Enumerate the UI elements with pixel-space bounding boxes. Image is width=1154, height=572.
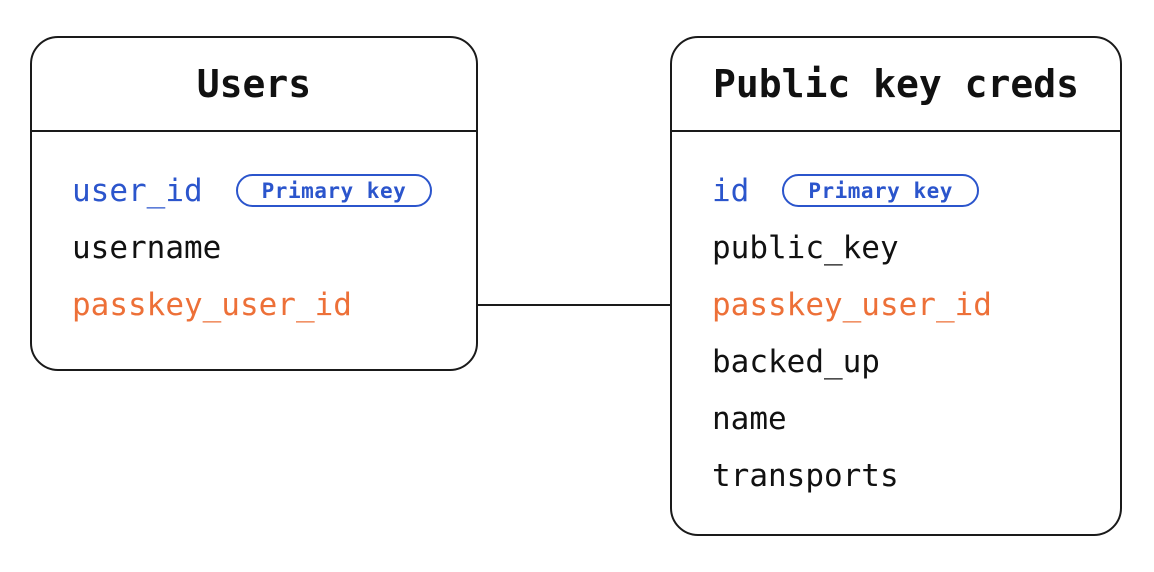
table-public-key-creds-fields: id Primary key public_key passkey_user_i… [672,132,1120,504]
relationship-line [478,304,670,306]
field-passkey-user-id-label: passkey_user_id [712,286,992,323]
field-transports: transports [712,447,1110,504]
field-public-key-label: public_key [712,229,899,266]
table-users: Users user_id Primary key username passk… [30,36,478,371]
table-users-fields: user_id Primary key username passkey_use… [32,132,476,333]
table-public-key-creds: Public key creds id Primary key public_k… [670,36,1122,536]
field-name: name [712,390,1110,447]
field-passkey-user-id: passkey_user_id [712,276,1110,333]
field-user-id: user_id Primary key [72,162,466,219]
field-passkey-user-id: passkey_user_id [72,276,466,333]
primary-key-badge: Primary key [235,174,433,207]
field-user-id-label: user_id [72,172,203,209]
field-passkey-user-id-label: passkey_user_id [72,286,352,323]
field-username-label: username [72,229,222,266]
field-id-label: id [712,172,750,209]
field-username: username [72,219,466,276]
primary-key-badge: Primary key [782,174,979,207]
table-public-key-creds-title: Public key creds [672,38,1120,132]
field-public-key: public_key [712,219,1110,276]
field-backed-up-label: backed_up [712,343,880,380]
field-transports-label: transports [712,457,899,494]
field-backed-up: backed_up [712,333,1110,390]
field-name-label: name [712,400,787,437]
table-users-title: Users [32,38,476,132]
field-id: id Primary key [712,162,1110,219]
